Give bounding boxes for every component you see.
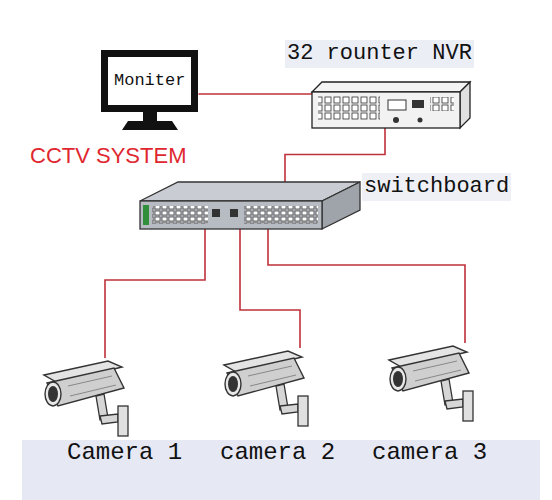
cable-line <box>240 229 300 348</box>
monitor-screen: Moniter <box>101 50 198 112</box>
cable <box>198 94 312 95</box>
camera: camera 3 <box>383 343 483 425</box>
cable-line <box>105 229 205 358</box>
cable <box>105 229 205 358</box>
network-switch: switchboard <box>140 181 360 229</box>
node-label: switchboard <box>362 173 511 201</box>
node-label: Moniter <box>114 71 185 91</box>
cable <box>268 229 465 343</box>
node-label: 32 rounter NVR <box>285 40 474 68</box>
diagram-title: CCTV SYSTEM <box>30 143 186 169</box>
cable-line <box>268 229 465 343</box>
nvr-device: 32 rounter NVR <box>312 82 470 128</box>
node-label: camera 2 <box>218 438 337 468</box>
cable <box>240 229 300 348</box>
camera: Camera 1 <box>38 358 138 438</box>
node-label: Camera 1 <box>65 438 184 468</box>
cable-line <box>198 93 312 95</box>
node-label: camera 3 <box>370 438 489 468</box>
camera: camera 2 <box>218 348 318 430</box>
